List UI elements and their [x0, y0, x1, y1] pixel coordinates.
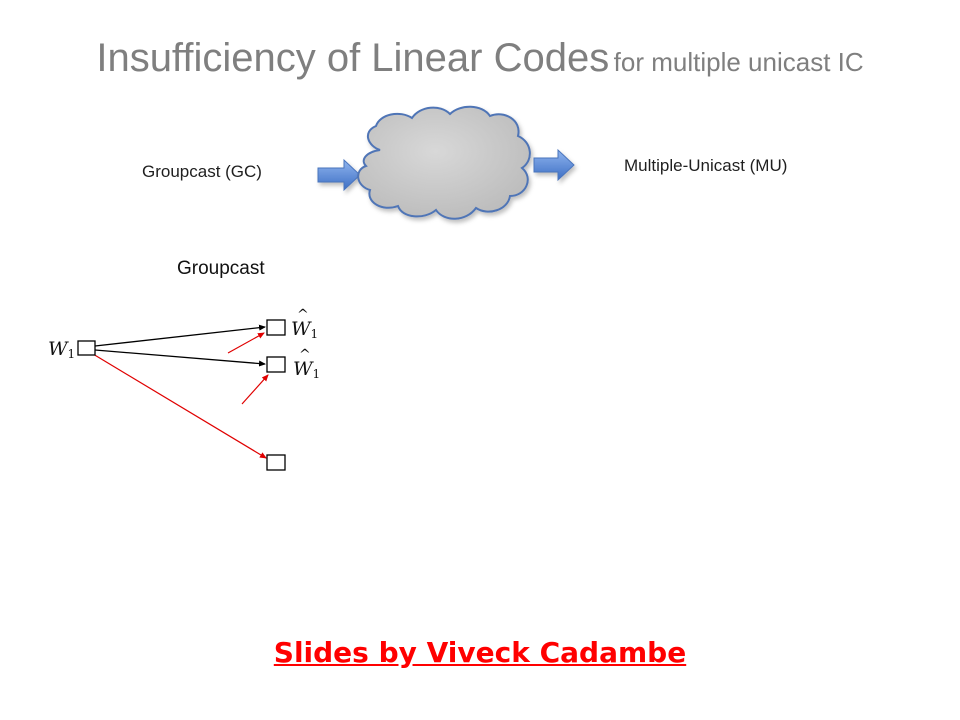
groupcast-gc-label: Groupcast (GC): [142, 162, 262, 181]
output-1-symbol: W: [291, 318, 311, 340]
left-flow-arrow: [317, 158, 361, 192]
source-symbol: W: [48, 338, 68, 360]
output-1-hat: ^: [297, 307, 309, 323]
output-2-subscript: 1: [312, 367, 321, 381]
groupcast-section-label: Groupcast: [177, 258, 265, 279]
output-label-1: ^W1: [291, 307, 319, 341]
slide-title: Insufficiency of Linear Codes for multip…: [0, 36, 960, 81]
source-subscript: 1: [67, 347, 76, 361]
edge-source-to-node2: [94, 349, 266, 367]
source-node: [77, 340, 96, 356]
edge-source-to-node1: [94, 324, 266, 347]
side-info-arrow-node1: [227, 332, 265, 354]
title-subtitle: for multiple unicast IC: [613, 47, 864, 77]
receiver-node-3: [266, 454, 286, 471]
source-label-w1: W1: [48, 338, 75, 361]
title-main: Insufficiency of Linear Codes: [96, 36, 610, 80]
side-info-arrow-node2: [241, 374, 269, 405]
output-2-hat: ^: [299, 347, 311, 363]
receiver-node-1: [266, 319, 286, 336]
right-flow-arrow: [533, 148, 575, 182]
multiple-unicast-label: Multiple-Unicast (MU): [624, 156, 788, 175]
receiver-node-2: [266, 356, 286, 373]
edge-source-to-node3: [92, 353, 267, 459]
output-1-subscript: 1: [310, 327, 319, 341]
output-label-2: ^W1: [293, 347, 321, 381]
output-2-symbol: W: [293, 358, 313, 380]
cloud-shape: [357, 105, 531, 220]
slides-credit: Slides by Viveck Cadambe: [273, 636, 687, 669]
